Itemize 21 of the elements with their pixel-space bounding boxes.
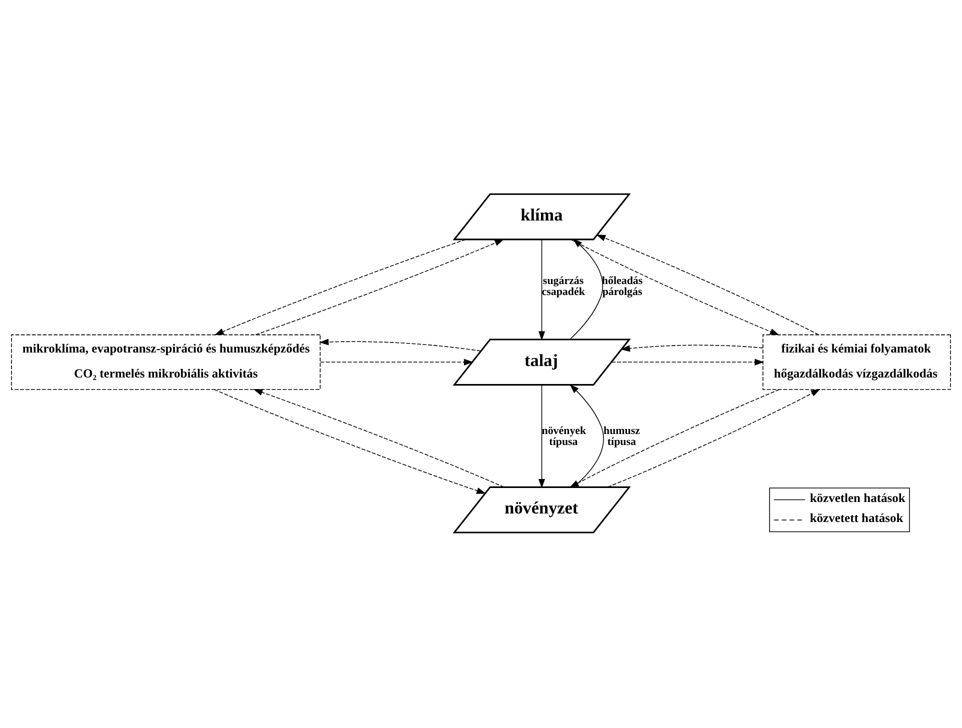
arrow xyxy=(214,238,466,335)
arrow xyxy=(538,238,546,340)
arrow xyxy=(319,338,482,351)
arrow xyxy=(596,234,819,335)
arrow xyxy=(607,388,820,488)
legend-label: közvetett hatások xyxy=(810,510,904,525)
edge-label: sugárzás csapadék xyxy=(542,274,585,298)
arrow xyxy=(611,358,764,365)
arrow xyxy=(620,344,764,352)
arrow xyxy=(253,388,504,488)
edge-label: humusz típusa xyxy=(604,424,640,448)
node-box: mikroklíma, evapotransz-spiráció és humuszképződés CO₂ termelés mikrobiális aktivitás xyxy=(11,334,321,390)
arrow xyxy=(570,238,780,335)
arrow xyxy=(320,358,474,365)
arrow xyxy=(214,388,486,494)
arrow xyxy=(570,238,603,340)
legend-label: közvetlen hatások xyxy=(810,490,906,504)
arrow xyxy=(538,384,546,488)
edge-label: növények típusa xyxy=(542,424,586,448)
node-box: fizikai és kémiai folyamatok hőgazdálkodás vízgazdálkodás xyxy=(762,334,951,390)
arrow xyxy=(255,238,504,335)
